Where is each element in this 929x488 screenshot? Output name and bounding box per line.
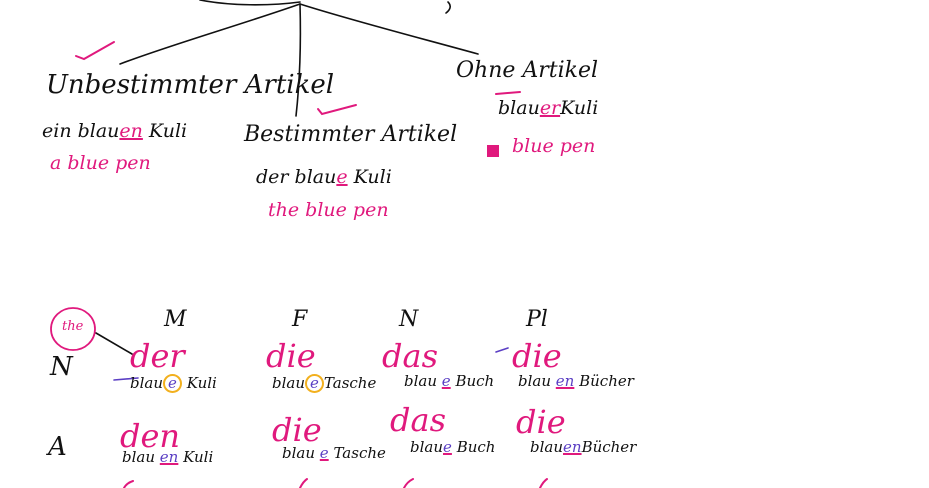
tree-top-mark [445, 1, 451, 14]
translation-unbestimmt: a blue pen [50, 152, 151, 174]
article-die-a: die [272, 411, 322, 449]
bottom-pink-mark-3 [403, 478, 414, 488]
noun: Kuli [186, 374, 217, 392]
adjective: blau [282, 444, 316, 462]
cell-a-pl: blauenBücher [530, 440, 636, 455]
row-label-n: N [50, 352, 73, 382]
cell-n-pl: blau en Bücher [518, 374, 634, 389]
article-die-pl: die [512, 337, 562, 375]
article-der: der [130, 337, 185, 375]
translation-bestimmt: the blue pen [268, 199, 389, 221]
tree-branch-middle [295, 3, 302, 117]
noun: Buch [456, 438, 496, 456]
tree-top-stroke [199, 0, 301, 6]
dash-mark-der [113, 377, 139, 381]
article-das-a: das [390, 401, 446, 439]
pink-block-mark [487, 145, 499, 157]
noun: Kuli [183, 448, 214, 466]
example-ohne: blauerKuli [498, 99, 598, 118]
checkmark-middle [317, 104, 357, 116]
ending-highlight: e [441, 372, 451, 390]
noun: Bücher [579, 372, 634, 390]
tree-branch-left [119, 3, 301, 65]
cell-a-m: blau en Kuli [122, 450, 213, 465]
heading-ohne-artikel: Ohne Artikel [456, 58, 599, 83]
example-pre: blau [498, 97, 540, 119]
noun: Buch [455, 372, 495, 390]
example-pre: der blau [256, 166, 337, 188]
bottom-pink-mark-1 [123, 480, 134, 488]
noun: Tasche [333, 444, 386, 462]
bottom-pink-mark-2 [299, 478, 308, 488]
noun: Tasche [323, 374, 377, 392]
cell-n-n: blau e Buch [404, 374, 494, 389]
adjective: blau [530, 438, 564, 456]
example-noun: Kuli [347, 166, 392, 188]
column-header-m: M [164, 307, 187, 332]
translation-ohne: blue pen [512, 135, 596, 157]
ending-highlight: en [119, 120, 143, 142]
cell-a-f: blau e Tasche [282, 446, 386, 461]
column-header-n: N [399, 307, 419, 332]
ending-highlight: en [555, 372, 575, 390]
example-noun: Kuli [142, 120, 188, 142]
ending-highlight: en [563, 438, 582, 456]
article-das: das [382, 337, 438, 375]
article-den: den [120, 417, 181, 455]
circled-label-the: the [62, 319, 84, 334]
ending-highlight: er [539, 97, 561, 119]
ohne-underline [495, 91, 521, 95]
ending-circled: e [163, 374, 182, 393]
column-header-pl: Pl [526, 307, 548, 332]
ending-highlight: e [443, 438, 452, 456]
heading-unbestimmter-artikel: Unbestimmter Artikel [46, 70, 335, 100]
noun: Bücher [581, 438, 637, 456]
example-noun: Kuli [560, 97, 599, 119]
article-die-pl-a: die [516, 403, 566, 441]
example-pre: ein blau [42, 120, 120, 142]
adjective: blau [518, 372, 552, 390]
adjective: blau [272, 374, 306, 392]
tree-branch-right [299, 3, 479, 55]
row-label-a: A [48, 432, 67, 462]
ending-highlight: e [336, 166, 348, 188]
example-unbestimmt: ein blauen Kuli [42, 122, 187, 141]
ending-circled: e [305, 374, 324, 393]
heading-bestimmter-artikel: Bestimmter Artikel [244, 122, 458, 147]
ending-highlight: e [319, 444, 329, 462]
adjective: blau [410, 438, 444, 456]
checkmark-left [75, 41, 115, 61]
the-circle [50, 307, 96, 351]
column-header-f: F [292, 307, 308, 332]
dash-mark-die-pl [495, 347, 509, 353]
ending-highlight: en [159, 448, 179, 466]
example-bestimmt: der blaue Kuli [256, 168, 392, 187]
adjective: blau [130, 374, 164, 392]
adjective: blau [404, 372, 438, 390]
bottom-pink-mark-4 [539, 478, 548, 488]
cell-a-n: blaue Buch [410, 440, 495, 455]
article-die: die [266, 337, 316, 375]
pointer-line [95, 332, 133, 355]
adjective: blau [122, 448, 156, 466]
